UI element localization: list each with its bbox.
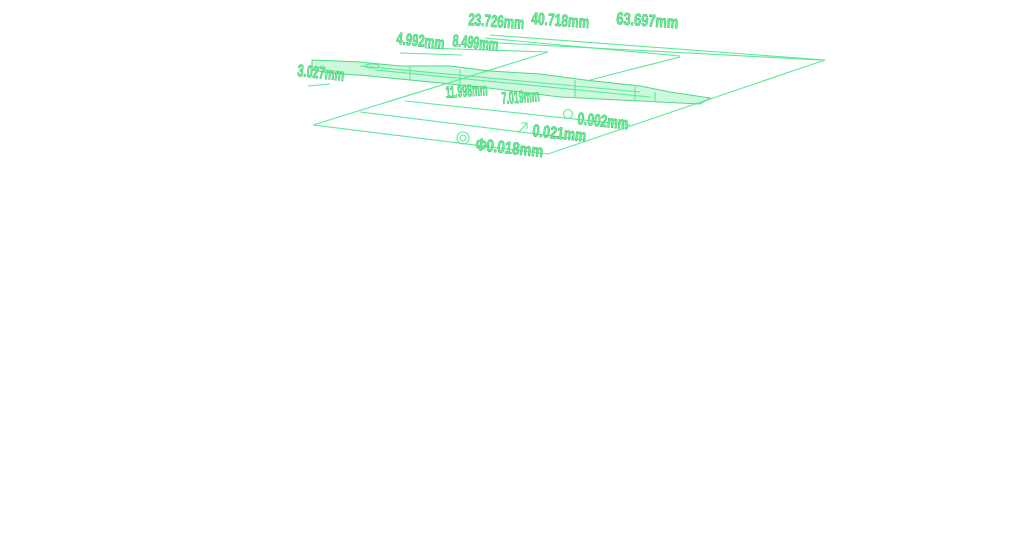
dimension-label: 7.019mm [501,86,540,108]
dimension-label: 23.726mm [468,10,525,33]
dimension-label: 8.499mm [452,31,500,55]
dimension-label: 3.027mm [297,61,346,85]
reference-plane [307,34,826,155]
arrow-icon [517,122,528,134]
circularity-value: 0.002mm [577,109,630,133]
circularity-tolerance: 0.002mm [562,108,630,134]
circle-icon [562,108,574,120]
shaft-body [311,59,712,105]
dimension-label: 63.697mm [616,9,679,32]
concentric-circles-icon [456,131,470,145]
dimension-label: 11.998mm [445,80,488,102]
dimension-label: 4.992mm [396,29,446,53]
dimension-label: 40.718mm [531,9,590,32]
